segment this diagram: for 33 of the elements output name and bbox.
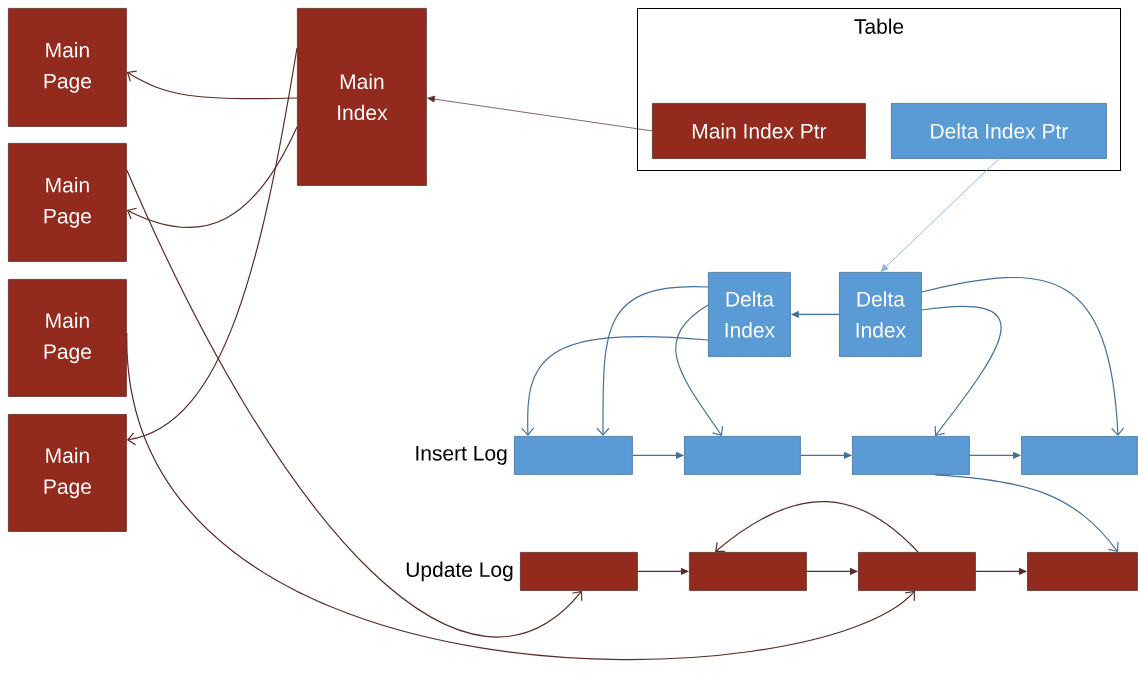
- page-box: Main Page: [8, 8, 127, 127]
- log-record-box: [852, 436, 970, 475]
- arrow: [675, 304, 724, 436]
- log-record-box: [1021, 436, 1138, 475]
- row-label: Insert Log: [416, 446, 507, 465]
- arrow: [126, 47, 298, 446]
- log-record-box: [858, 552, 976, 591]
- page-box: Main Page: [8, 414, 127, 532]
- arrow: [126, 332, 915, 660]
- log-record-box: [689, 552, 807, 591]
- arrow: [521, 336, 709, 436]
- index-box: Main Index: [297, 8, 427, 186]
- index-box: Delta Index: [839, 272, 922, 357]
- page-box: Main Page: [8, 143, 127, 262]
- index-box: Delta Index: [708, 272, 791, 357]
- arrow: [921, 277, 1125, 436]
- arrow: [715, 501, 919, 553]
- arrow: [921, 305, 1002, 436]
- log-record-box: [520, 552, 638, 591]
- log-record-box: [1027, 552, 1138, 591]
- arrow: [427, 95, 653, 132]
- log-record-box: [684, 436, 801, 475]
- pointer-box: Main Index Ptr: [652, 103, 866, 159]
- arrow: [126, 169, 583, 637]
- pointer-box: Delta Index Ptr: [891, 103, 1107, 159]
- arrow: [126, 126, 298, 228]
- arrow: [596, 286, 709, 436]
- row-label: Update Log: [406, 561, 513, 582]
- arrow: [880, 158, 1000, 272]
- arrow: [126, 70, 298, 100]
- arrow: [934, 474, 1119, 552]
- page-box: Main Page: [8, 279, 127, 397]
- log-record-box: [514, 436, 633, 475]
